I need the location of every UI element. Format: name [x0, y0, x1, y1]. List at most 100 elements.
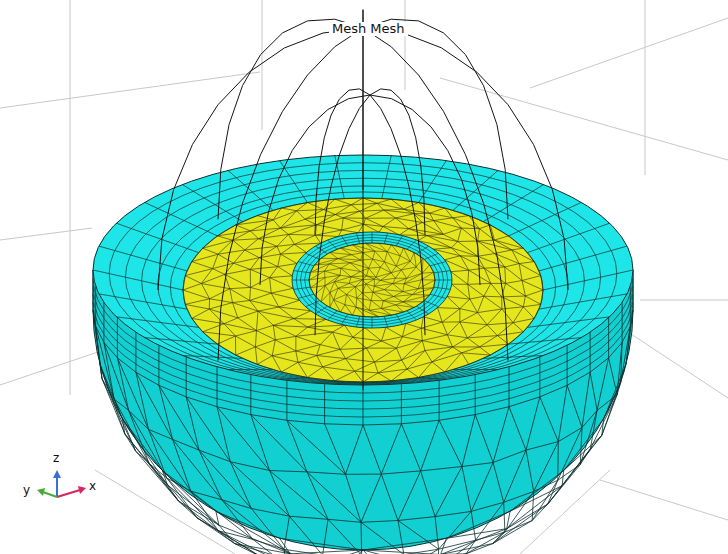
mesh-line [382, 156, 391, 199]
dome-wire [218, 28, 363, 361]
mesh-line [539, 246, 627, 271]
mesh-line [447, 335, 467, 338]
mesh-line [277, 246, 281, 254]
mesh-line [255, 340, 275, 347]
mesh-illustration [93, 10, 633, 554]
grid-line [70, 0, 71, 395]
grid-line [0, 72, 260, 108]
mesh-line [250, 293, 272, 300]
mesh-line [434, 221, 444, 235]
mesh-line [458, 228, 462, 241]
mesh-line [317, 345, 321, 356]
mesh-line [407, 240, 416, 249]
mesh-line [351, 205, 360, 211]
mesh-line [421, 328, 422, 340]
mesh-line [217, 407, 230, 462]
z-arrowhead [53, 470, 61, 478]
mesh-line [365, 243, 387, 252]
mesh-line [270, 471, 329, 520]
mesh-line [361, 522, 363, 554]
mesh-line [375, 251, 385, 262]
dome-wire [363, 28, 508, 361]
mesh-line [376, 267, 381, 277]
mesh-line [369, 268, 376, 277]
mesh-line [509, 202, 582, 236]
mesh-line [186, 397, 199, 450]
mesh-line [509, 338, 582, 345]
mesh-line [434, 287, 451, 289]
mesh-line [329, 293, 330, 308]
mesh-line [333, 325, 345, 332]
mesh-line [335, 282, 350, 284]
mesh-line [145, 202, 218, 236]
grid-line [405, 0, 406, 90]
mesh-line [468, 284, 484, 296]
mesh-line [363, 538, 446, 550]
mesh-line [399, 229, 408, 235]
mesh-line [230, 462, 251, 509]
grid-line [625, 330, 728, 398]
mesh-line [372, 317, 373, 328]
mesh-line [340, 349, 346, 358]
mesh-line [330, 288, 338, 292]
mesh-line [439, 420, 462, 466]
mesh-line [423, 317, 442, 322]
mesh-line [374, 284, 392, 287]
mesh-line [257, 311, 259, 331]
mesh-line [480, 344, 509, 347]
mesh-line [525, 290, 543, 296]
mesh-line [281, 254, 297, 263]
mesh-line [335, 199, 351, 205]
mesh-line [236, 347, 256, 355]
mesh-line [363, 385, 364, 425]
mesh-line [379, 227, 383, 233]
mesh-line [540, 397, 559, 442]
mesh-line [103, 302, 104, 342]
mesh-line [258, 239, 277, 247]
mesh-line [580, 428, 582, 465]
mesh-line [401, 384, 402, 424]
mesh-line [446, 511, 510, 538]
mesh-line [451, 242, 457, 248]
mesh-line [493, 463, 504, 503]
mesh-line [315, 306, 327, 314]
mesh-line [192, 254, 218, 261]
mesh-line [102, 379, 125, 434]
mesh-line [217, 336, 235, 344]
mesh-line [513, 318, 534, 322]
mesh-line [306, 301, 320, 307]
dome-wire [370, 95, 480, 285]
mesh-line [396, 218, 409, 229]
mesh-line [323, 367, 335, 381]
mesh-line [460, 322, 468, 338]
mesh-line [280, 538, 447, 554]
grid-line [262, 0, 263, 130]
mesh-line [255, 347, 257, 365]
mesh-line [364, 224, 379, 232]
mesh-line [367, 268, 369, 276]
mesh-line [567, 385, 582, 427]
mesh-line [380, 262, 384, 267]
mesh-line [494, 240, 523, 248]
mesh-line [250, 218, 491, 350]
mesh-line [294, 311, 311, 319]
mesh-line [325, 424, 346, 475]
mesh-line [363, 198, 377, 203]
mesh-line [386, 327, 403, 336]
mesh-line [251, 415, 270, 471]
x-arrowhead [78, 486, 86, 494]
mesh-line [233, 239, 259, 241]
mesh-line [506, 281, 522, 284]
mesh-line [509, 407, 526, 450]
mesh-line [532, 480, 558, 520]
mesh-line [373, 286, 374, 292]
mesh-line [395, 270, 401, 278]
mesh-line [218, 531, 287, 554]
mesh-line [270, 224, 470, 341]
mesh-line [292, 232, 451, 328]
mesh-line [526, 397, 540, 450]
mesh-line [365, 210, 383, 218]
mesh-line [430, 294, 446, 298]
mesh-line [203, 324, 224, 332]
mesh-line [250, 375, 251, 415]
